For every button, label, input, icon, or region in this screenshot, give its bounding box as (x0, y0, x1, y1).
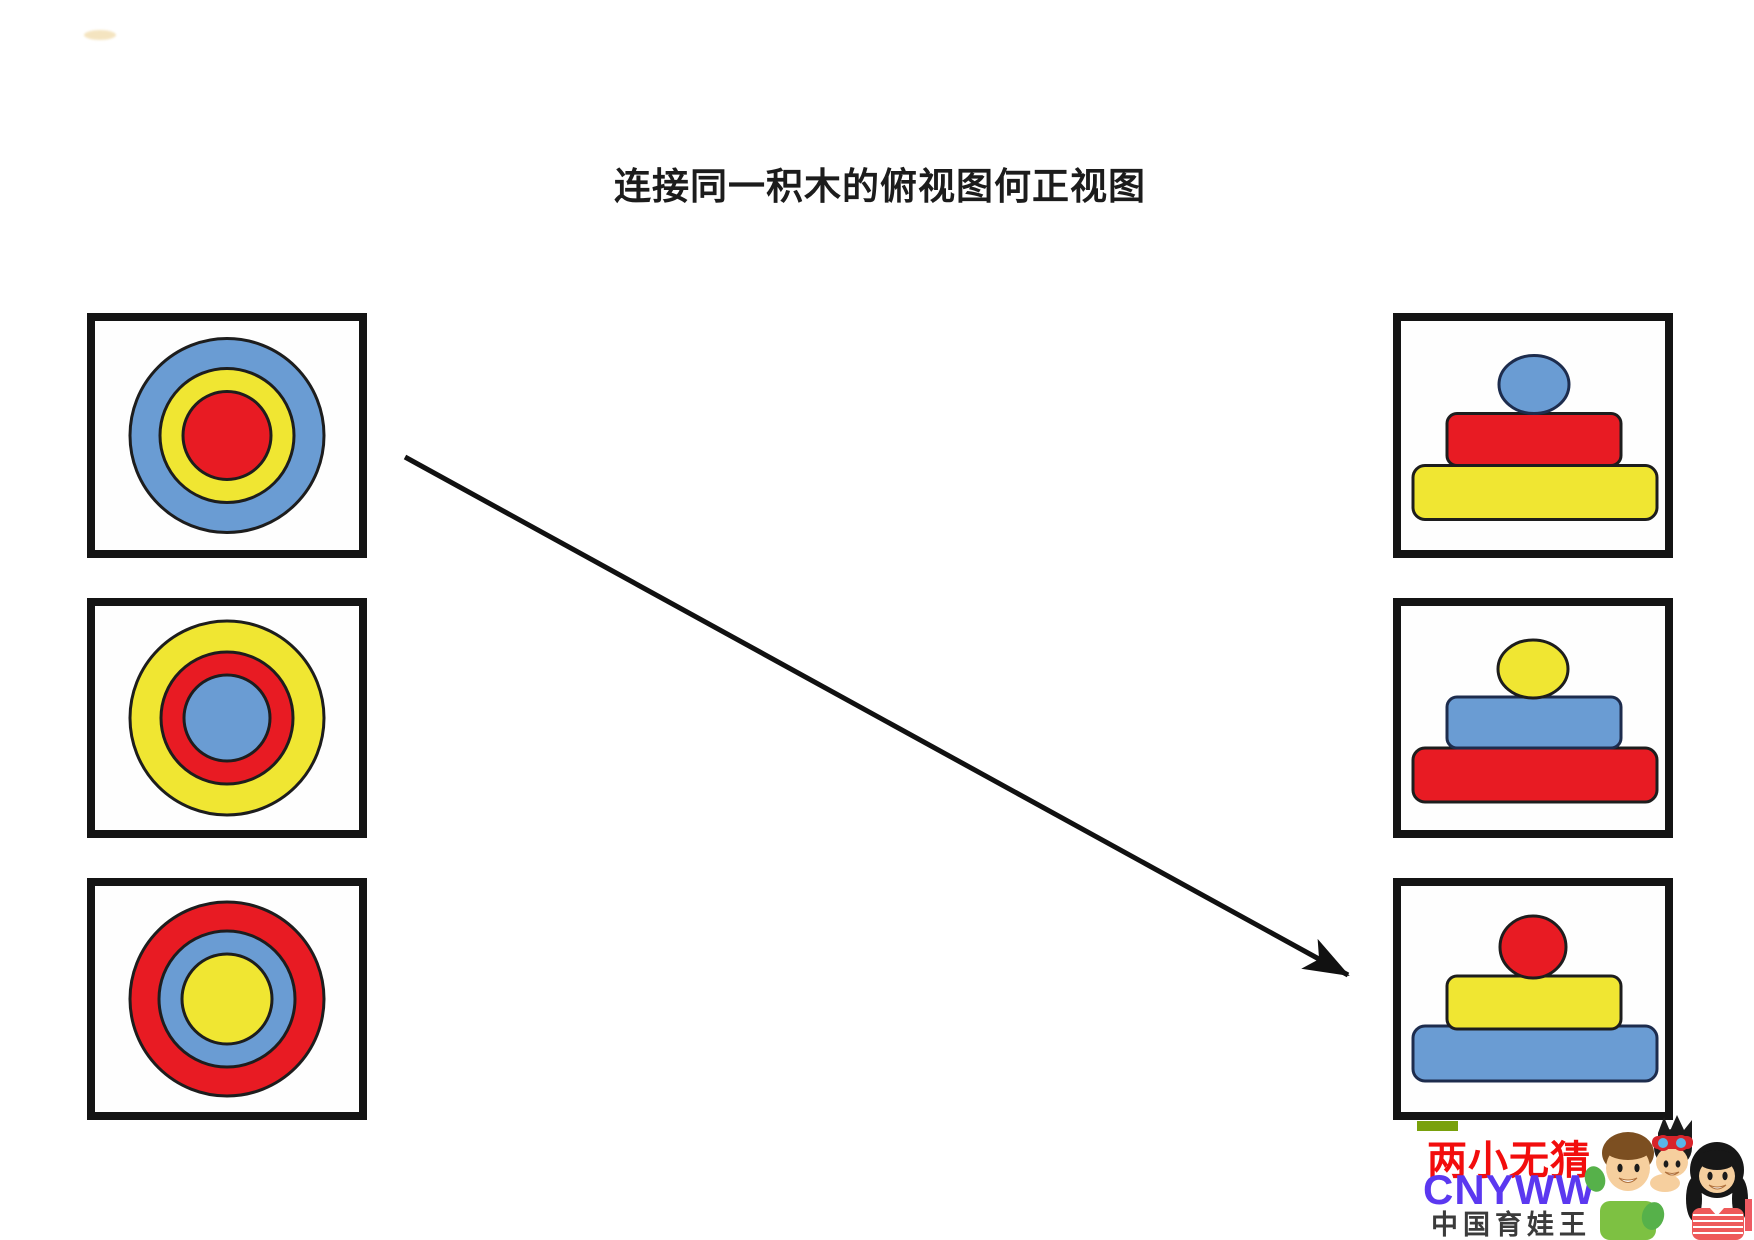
front-view-box-3[interactable] (1393, 878, 1673, 1120)
top-view-box-1[interactable] (87, 313, 367, 558)
top-view-box-2[interactable] (87, 598, 367, 838)
front-view-box-2[interactable] (1393, 598, 1673, 838)
top-view-box-3[interactable] (87, 878, 367, 1120)
paper-smudge (84, 30, 116, 40)
front-view-1-stack (1411, 354, 1659, 521)
watermark-brand-latin: CNYWW (1423, 1166, 1596, 1213)
mascot-goggle-kid (1650, 1115, 1693, 1192)
page-title: 连接同一积木的俯视图何正视图 (614, 166, 1146, 207)
mascot-girl (1686, 1142, 1748, 1240)
watermark-green-bar (1417, 1121, 1458, 1131)
top-view-3-circles (128, 900, 326, 1098)
front-view-2-stack (1411, 638, 1659, 804)
front-view-box-1[interactable] (1393, 313, 1673, 558)
top-view-2-circles (128, 619, 326, 817)
watermark-red-bar (1745, 1199, 1752, 1231)
watermark-tagline: 中国育娃王 (1431, 1210, 1591, 1240)
watermark-brand-chinese: 两小无猜 (1427, 1139, 1591, 1183)
top-view-1-circles (128, 337, 326, 534)
mascot-illustration (1584, 1115, 1748, 1240)
mascot-boy (1584, 1132, 1665, 1240)
front-view-3-stack (1411, 914, 1659, 1083)
